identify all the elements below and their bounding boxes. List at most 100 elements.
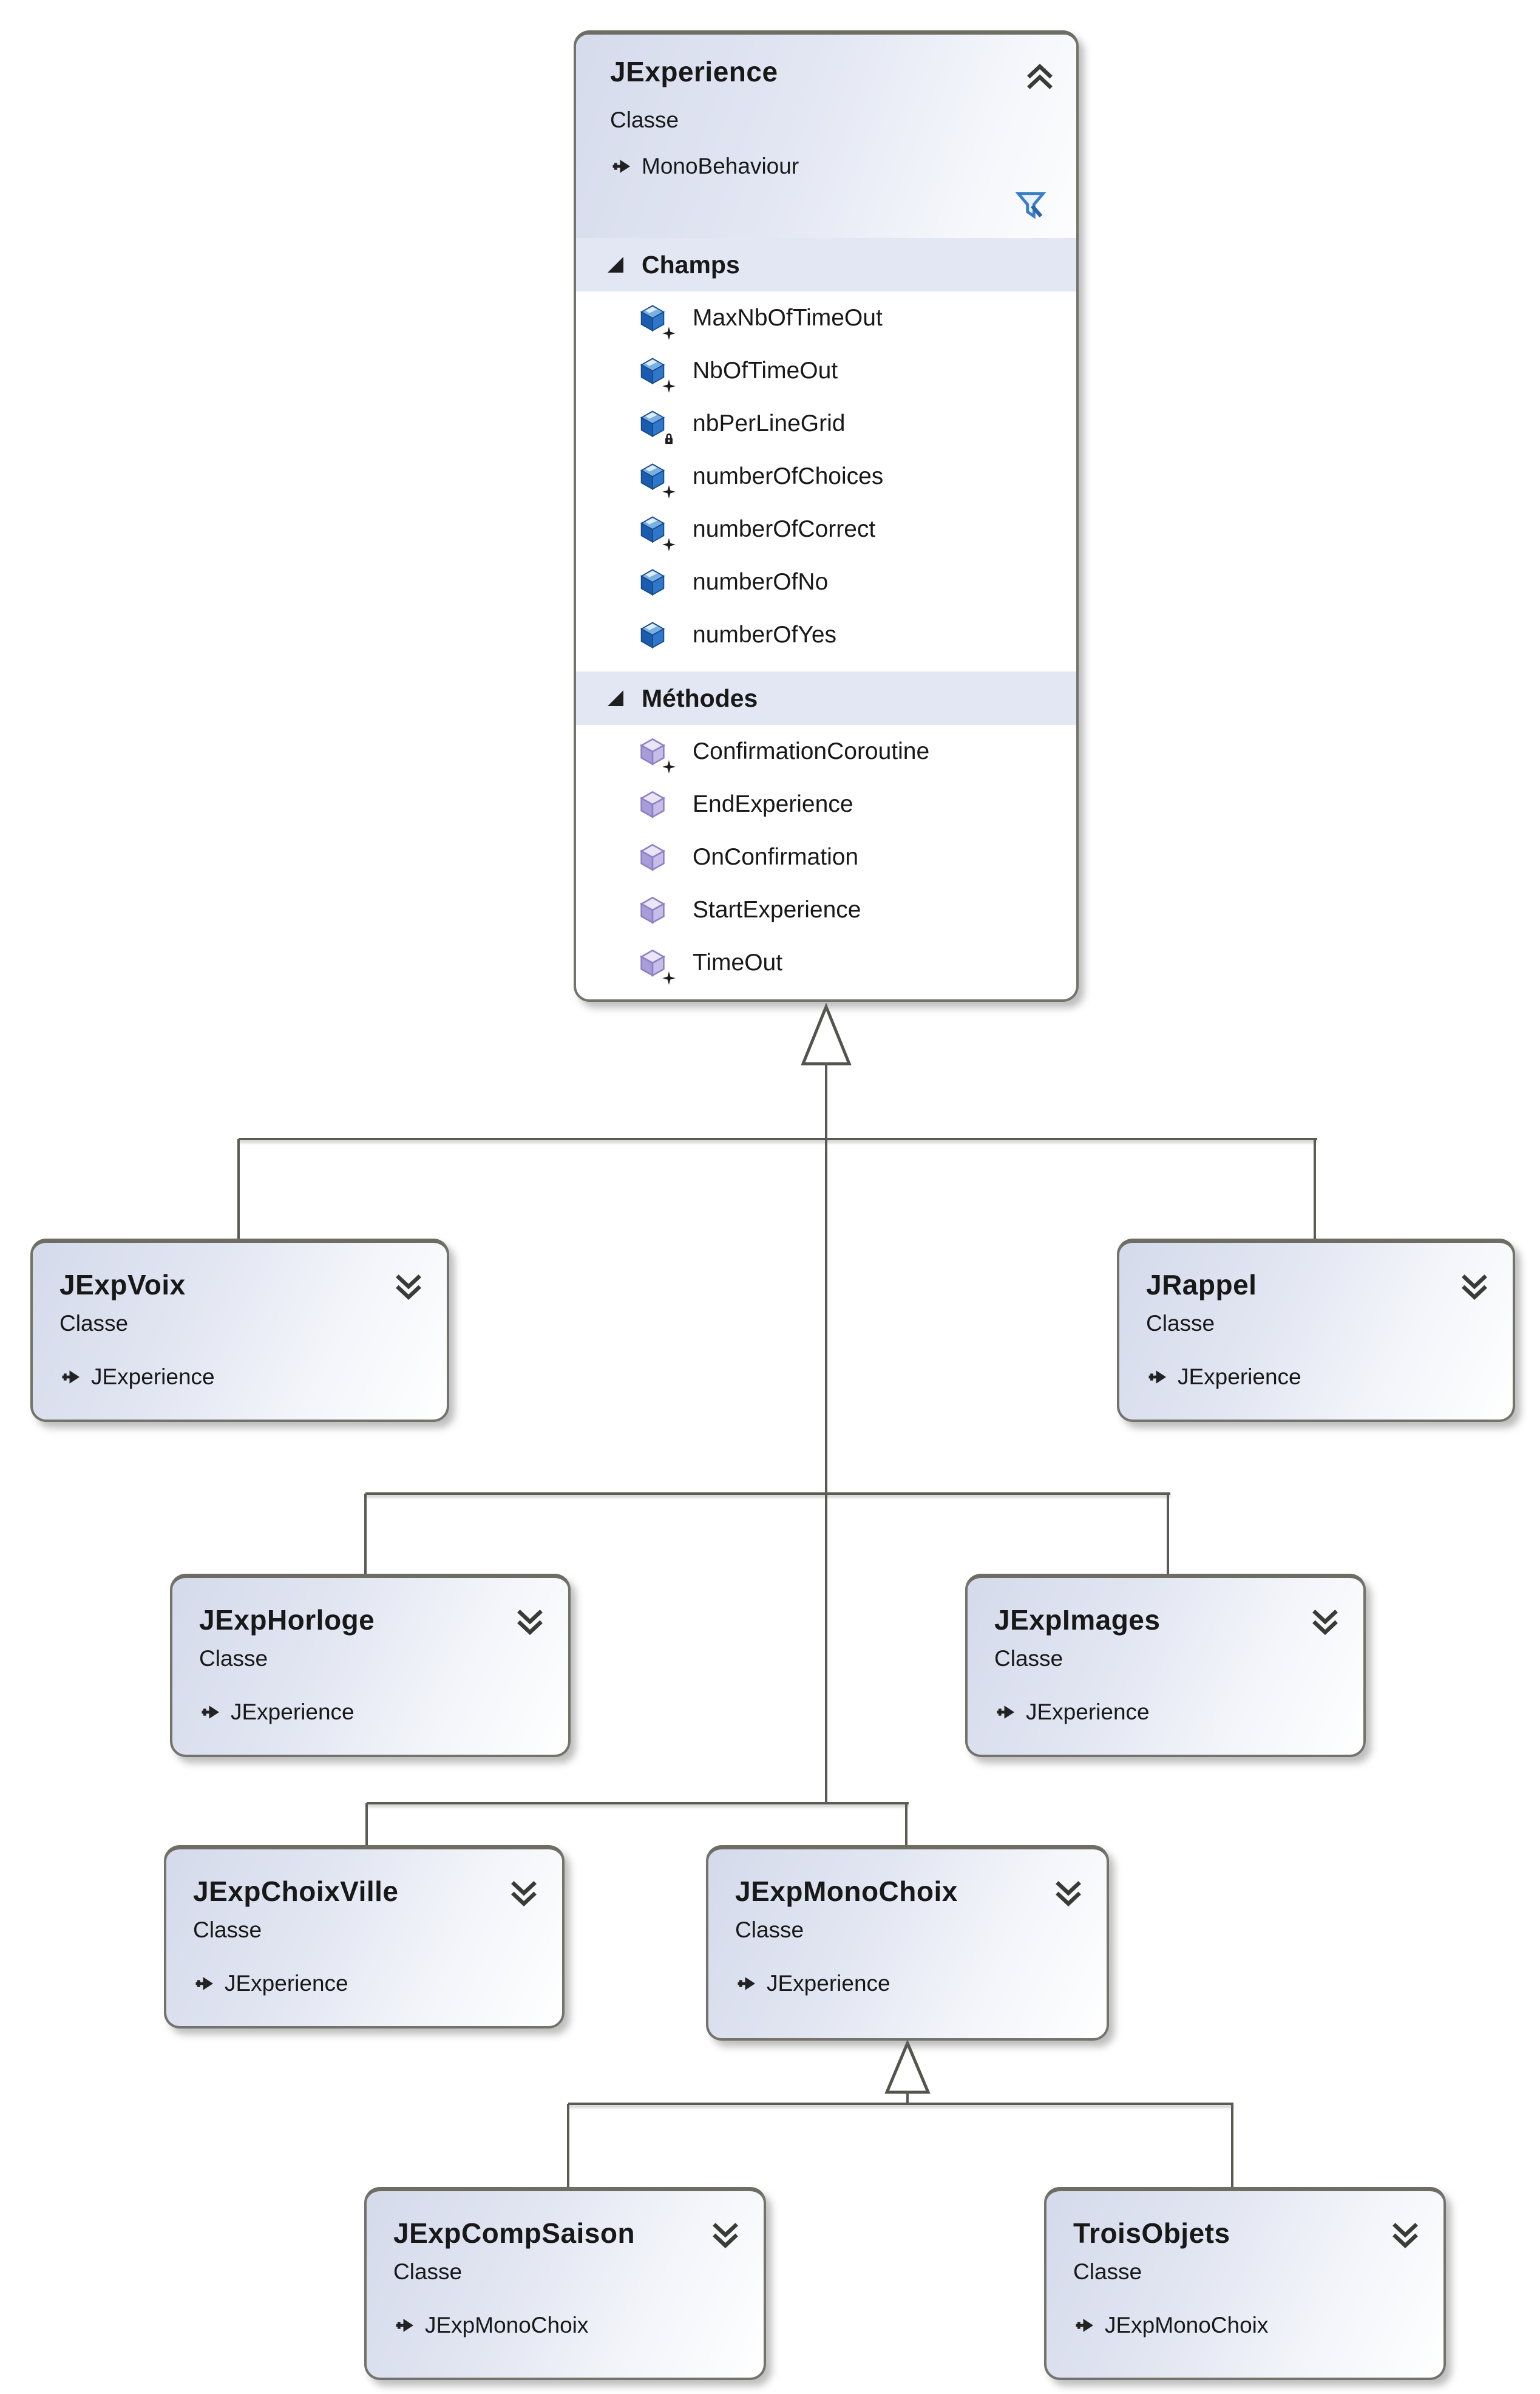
star-modifier-icon <box>662 971 676 985</box>
inheritance-arrowhead-monochoix <box>884 2040 931 2094</box>
class-kind-label: Classe <box>1146 1311 1215 1336</box>
inheritance-arrowhead <box>801 1003 852 1066</box>
method-row[interactable]: OnConfirmation <box>576 831 1076 883</box>
class-header: JExperience Classe MonoBehaviour <box>576 35 1076 238</box>
field-icon <box>640 621 665 648</box>
connector-drop-jexpimages <box>1167 1494 1169 1576</box>
inherits-arrow-icon <box>59 1366 81 1388</box>
class-kind-label: Classe <box>193 1917 262 1942</box>
base-class-name: JExperience <box>767 1971 890 1996</box>
class-box-jrappel[interactable]: JRappel Classe JExperience <box>1117 1239 1515 1422</box>
class-box-jexperience[interactable]: JExperience Classe MonoBehaviour Champs … <box>574 30 1079 1002</box>
connector-drop-jexpvoix <box>237 1139 240 1241</box>
inherits-arrow-icon <box>1073 2314 1095 2336</box>
base-class-name: JExperience <box>225 1971 348 1996</box>
class-kind-label: Classe <box>735 1917 804 1942</box>
base-class-name: JExperience <box>1026 1699 1150 1724</box>
class-kind-label: Classe <box>994 1646 1063 1671</box>
class-box-jexpcompsaison[interactable]: JExpCompSaison Classe JExpMonoChoix <box>364 2187 766 2380</box>
inherits-arrow-icon <box>735 1973 757 1994</box>
base-class-name: JExperience <box>91 1364 215 1389</box>
class-title: TroisObjets <box>1073 2217 1230 2249</box>
expanded-triangle-icon[interactable] <box>608 690 623 706</box>
filter-funnel-icon[interactable] <box>1013 188 1048 223</box>
expand-chevron-down-icon[interactable] <box>1051 1876 1086 1910</box>
method-icon <box>640 843 665 871</box>
class-kind-label: Classe <box>1073 2259 1142 2284</box>
field-icon <box>640 568 665 596</box>
connector-drop-jexpchoixville <box>365 1803 368 1846</box>
field-row[interactable]: MaxNbOfTimeOut <box>576 291 1076 344</box>
connector-trunk <box>825 1063 827 1804</box>
star-modifier-icon <box>662 760 676 774</box>
expanded-triangle-icon[interactable] <box>608 257 623 273</box>
field-name: MaxNbOfTimeOut <box>693 304 883 331</box>
base-class-name: JExpMonoChoix <box>1105 2313 1269 2338</box>
lock-modifier-icon <box>664 433 674 444</box>
methods-list: ConfirmationCoroutine EndExperience OnCo… <box>576 725 1076 999</box>
method-name: OnConfirmation <box>693 843 859 870</box>
field-row[interactable]: NbOfTimeOut <box>576 344 1076 397</box>
section-title: Méthodes <box>642 684 758 712</box>
class-box-jexpimages[interactable]: JExpImages Classe JExperience <box>965 1574 1366 1757</box>
star-modifier-icon <box>662 379 676 393</box>
class-box-jexpmonochoix[interactable]: JExpMonoChoix Classe JExperience <box>706 1845 1109 2041</box>
class-title: JExpHorloge <box>199 1604 375 1636</box>
expand-chevron-down-icon[interactable] <box>708 2218 743 2252</box>
field-row[interactable]: numberOfCorrect <box>576 503 1076 556</box>
field-row[interactable]: nbPerLineGrid <box>576 397 1076 450</box>
connector-drop-jexpcompsaison <box>567 2104 569 2188</box>
base-class-name: JExperience <box>231 1699 354 1724</box>
class-box-troisobjets[interactable]: TroisObjets Classe JExpMonoChoix <box>1044 2187 1446 2380</box>
base-class-row: JExperience <box>1146 1364 1486 1390</box>
class-title: JExpCompSaison <box>393 2217 636 2249</box>
connector-drop-jexphorloge <box>364 1494 367 1576</box>
star-modifier-icon <box>662 485 676 498</box>
method-row[interactable]: EndExperience <box>576 778 1076 831</box>
inherits-arrow-icon <box>193 1973 215 1994</box>
star-modifier-icon <box>662 326 676 340</box>
collapse-chevron-up-icon[interactable] <box>1022 60 1058 94</box>
base-class-row: JExperience <box>199 1699 541 1725</box>
field-row[interactable]: numberOfNo <box>576 556 1076 608</box>
base-class-row: JExperience <box>735 1971 1080 1996</box>
expand-chevron-down-icon[interactable] <box>512 1605 548 1639</box>
inherits-arrow-icon <box>199 1701 221 1723</box>
class-kind-label: Classe <box>59 1311 129 1336</box>
expand-chevron-down-icon[interactable] <box>391 1270 426 1304</box>
base-class-row: JExpMonoChoix <box>393 2313 737 2338</box>
base-class-name: JExperience <box>1178 1364 1301 1389</box>
method-row[interactable]: StartExperience <box>576 883 1076 936</box>
connector-trunk-monochoix <box>906 2091 909 2105</box>
connector-branch-row3 <box>365 1492 1170 1495</box>
class-box-jexpvoix[interactable]: JExpVoix Classe JExperience <box>30 1239 449 1422</box>
method-icon <box>640 791 665 818</box>
section-header-champs[interactable]: Champs <box>576 238 1076 291</box>
class-box-jexpchoixville[interactable]: JExpChoixVille Classe JExperience <box>164 1845 565 2028</box>
field-name: numberOfCorrect <box>693 515 876 542</box>
connector-branch-row2 <box>239 1138 1317 1140</box>
field-row[interactable]: numberOfYes <box>576 608 1076 661</box>
field-row[interactable]: numberOfChoices <box>576 450 1076 503</box>
method-name: ConfirmationCoroutine <box>693 738 930 764</box>
method-row[interactable]: TimeOut <box>576 936 1076 989</box>
base-class-row: JExperience <box>994 1699 1337 1725</box>
class-title: JExperience <box>610 56 778 87</box>
connector-branch-row4 <box>367 1802 909 1804</box>
connector-drop-jrappel <box>1314 1139 1316 1241</box>
class-box-jexphorloge[interactable]: JExpHorloge Classe JExperience <box>170 1574 571 1757</box>
inherits-arrow-icon <box>994 1701 1016 1723</box>
method-name: TimeOut <box>693 949 783 976</box>
field-name: nbPerLineGrid <box>693 410 846 437</box>
base-class-row: JExperience <box>193 1971 535 1996</box>
method-name: EndExperience <box>693 791 853 817</box>
expand-chevron-down-icon[interactable] <box>1388 2218 1423 2252</box>
method-row[interactable]: ConfirmationCoroutine <box>576 725 1076 778</box>
expand-chevron-down-icon[interactable] <box>1308 1605 1343 1639</box>
section-header-methodes[interactable]: Méthodes <box>576 672 1076 725</box>
inherits-arrow-icon <box>393 2314 415 2336</box>
expand-chevron-down-icon[interactable] <box>1457 1270 1492 1304</box>
star-modifier-icon <box>662 537 676 551</box>
expand-chevron-down-icon[interactable] <box>506 1876 541 1910</box>
